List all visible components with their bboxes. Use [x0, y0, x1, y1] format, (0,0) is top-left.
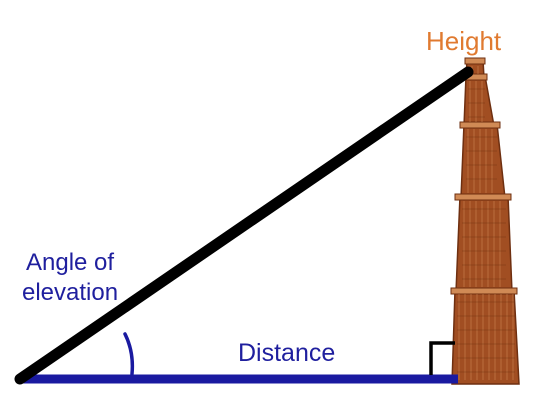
height-label: Height — [426, 26, 502, 56]
right-angle-marker-icon — [429, 341, 455, 375]
tower-tier-1 — [451, 289, 520, 385]
tower-balconies — [450, 57, 518, 295]
tower-balcony — [464, 57, 486, 65]
tower-tier-4 — [463, 75, 495, 127]
tower-balcony — [454, 193, 512, 201]
tower-balcony — [450, 287, 518, 295]
tower-flutes — [457, 66, 515, 380]
tower-balcony — [459, 121, 501, 129]
angle-arc-icon — [123, 332, 135, 376]
angle-label-line-1: Angle of — [26, 249, 115, 276]
distance-label: Distance — [238, 339, 336, 367]
line-of-sight — [14, 66, 474, 385]
angle-label-line-2: elevation — [22, 279, 119, 306]
tower-icon — [450, 57, 520, 385]
angle-of-elevation-label: Angle of elevation — [22, 248, 118, 308]
